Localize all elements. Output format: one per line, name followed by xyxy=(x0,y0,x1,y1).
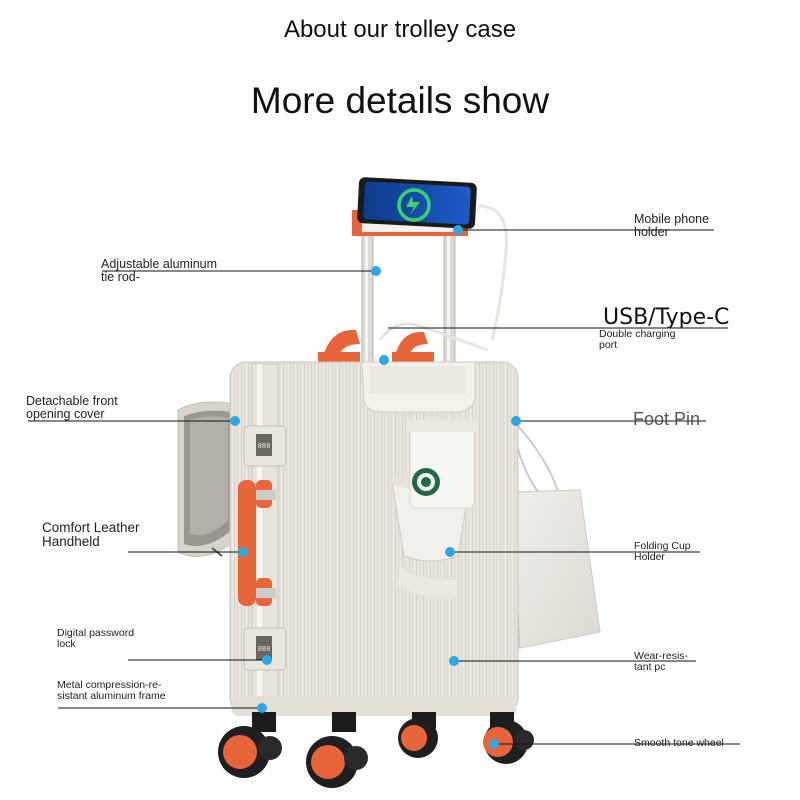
label-front-cover: Detachable front opening cover xyxy=(26,394,118,422)
label-mobile-phone-holder: Mobile phone holder xyxy=(634,212,710,240)
header-subtitle: About our trolley case xyxy=(283,16,517,43)
svg-text:888: 888 xyxy=(258,443,271,451)
label-password-lock: Digital password lock xyxy=(57,627,135,651)
label-leather-handheld: Comfort Leather Handheld xyxy=(42,520,140,550)
shopping-bag xyxy=(508,425,601,650)
top-handles xyxy=(318,329,434,364)
label-charging-port: Double charging port xyxy=(599,328,676,352)
label-foot-pin: Foot Pin xyxy=(633,409,701,429)
callout-lines xyxy=(28,229,740,745)
label-pc-shell: Wear-resis- tant pc xyxy=(634,650,689,674)
callout-dots xyxy=(230,225,521,749)
label-usb-type-c: USB/Type-C xyxy=(603,305,730,330)
label-wheel: Smooth tone wheel xyxy=(634,737,724,749)
page-title: More details show xyxy=(250,80,550,121)
folding-cup-holder xyxy=(391,420,478,597)
smartphone xyxy=(357,177,508,341)
label-cup-holder: Folding Cup Holder xyxy=(634,540,691,564)
charging-icon xyxy=(406,196,420,215)
label-aluminum-frame: Metal compression-re- sistant aluminum f… xyxy=(57,679,166,703)
label-tie-rod: Adjustable aluminum tie rod- xyxy=(101,257,218,285)
front-opening-cover xyxy=(177,401,237,557)
wheels xyxy=(218,712,534,788)
svg-text:888: 888 xyxy=(258,646,271,654)
side-leather-handle xyxy=(238,480,276,606)
password-lock-top: 888 xyxy=(243,425,287,467)
